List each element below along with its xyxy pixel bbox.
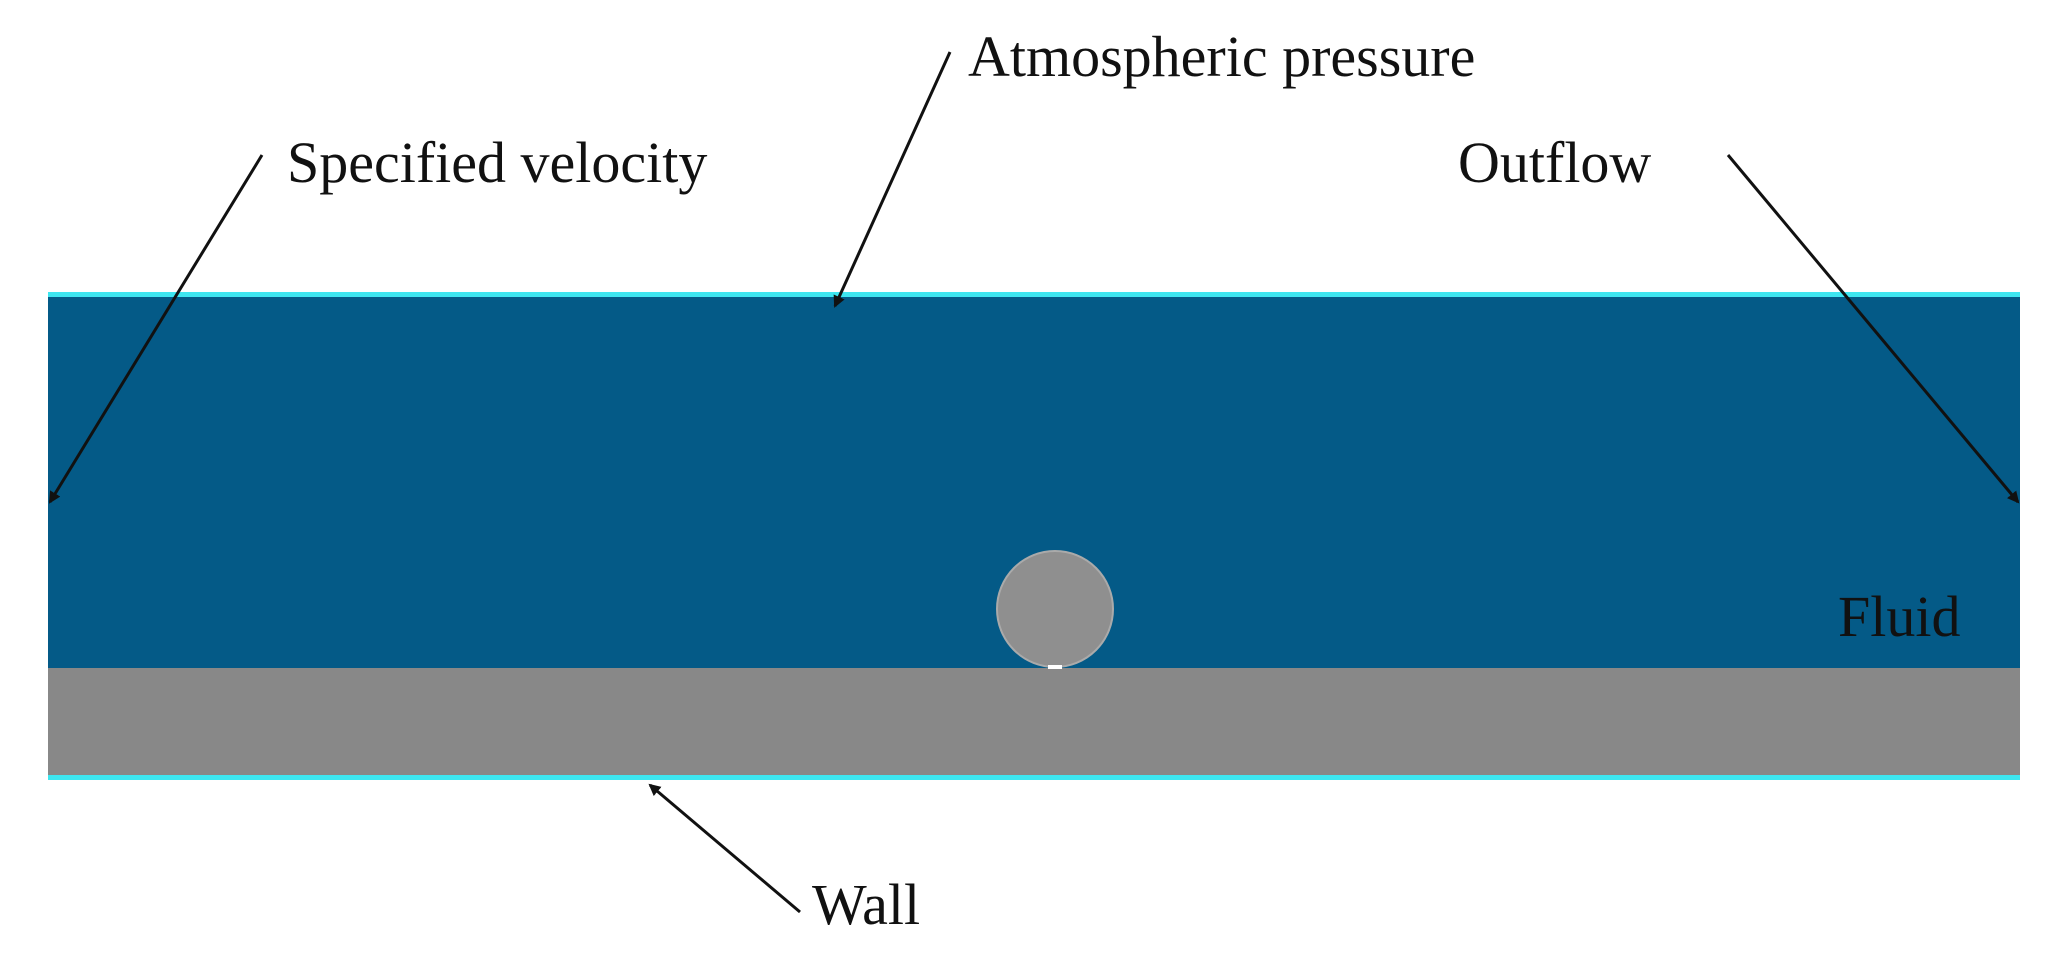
outflow-label: Outflow: [1458, 130, 1652, 195]
fluid-label: Fluid: [1838, 584, 1961, 649]
wall-arrow: [648, 783, 801, 914]
wall-label: Wall: [812, 872, 921, 937]
atmospheric-pressure-arrow: [833, 51, 952, 308]
top-boundary-line: [48, 292, 2020, 297]
atmospheric-pressure-label: Atmospheric pressure: [968, 24, 1476, 89]
specified-velocity-label: Specified velocity: [287, 130, 708, 195]
cylinder-particle: [996, 550, 1114, 668]
bottom-boundary-line: [48, 775, 2020, 780]
wall-region: [48, 668, 2020, 776]
outflow-arrow: [1726, 154, 2020, 504]
specified-velocity-arrow: [48, 154, 264, 504]
contact-point: [1048, 665, 1062, 669]
